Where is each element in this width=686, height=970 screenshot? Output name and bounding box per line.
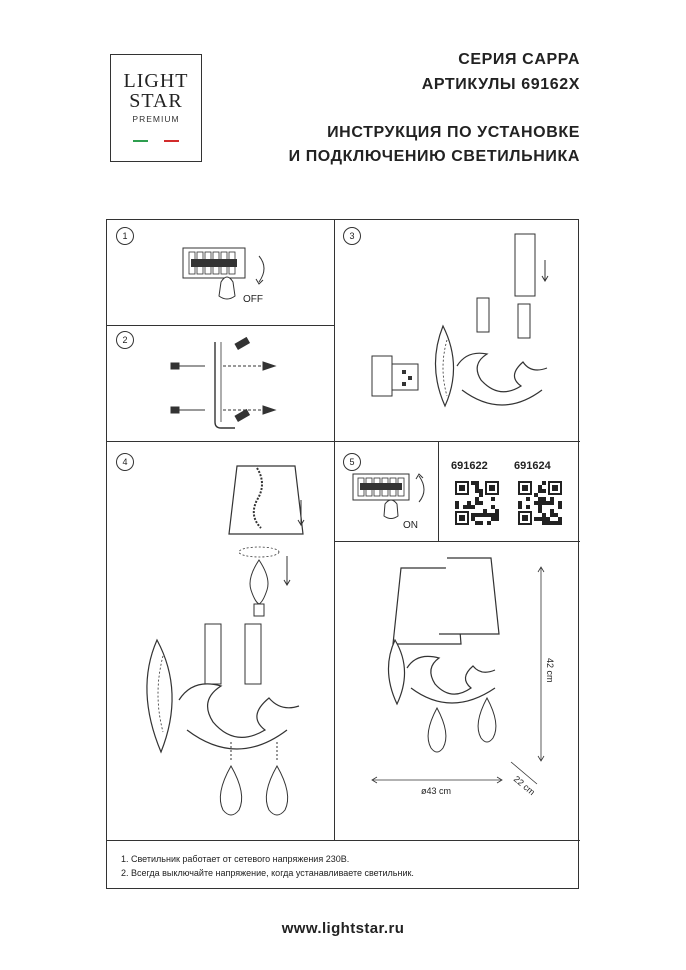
width-dimension: ø43 cm [421,786,451,796]
logo-line-light: LIGHT [123,70,189,92]
depth-dimension: 22 cm [512,774,537,797]
step-4-exploded-view-illustration [146,465,305,816]
instruction-panel: 1 2 3 4 5 OFF [106,219,580,889]
qr-code-691622 [455,481,499,525]
series-label: СЕРИЯ CAPPA [458,51,580,68]
step-2-number: 2 [116,331,134,349]
step-3-number: 3 [343,227,361,245]
step-4-number: 4 [116,453,134,471]
switch-off-label: OFF [243,294,263,305]
height-dimension: 42 cm [545,658,555,683]
note-1: 1. Светильник работает от сетевого напря… [121,854,350,864]
website-link[interactable]: www.lightstar.ru [281,920,405,937]
title-line-2: И ПОДКЛЮЧЕНИЮ СВЕТИЛЬНИКА [288,148,580,165]
article-code-1: 691622 [451,460,488,472]
hand-icon [383,499,399,519]
dimensions-illustration: ø43 cm 42 cm 22 cm [371,557,555,797]
step-2-mounting-illustration [170,336,277,429]
logo-line-star: STAR [129,90,183,112]
hand-icon [218,276,236,300]
title-line-1: ИНСТРУКЦИЯ ПО УСТАНОВКЕ [327,124,580,141]
notes: 1. Светильник работает от сетевого напря… [121,852,414,880]
step-5-switch-on-illustration: ON [352,473,425,531]
flag-white [148,140,164,142]
step-3-assembly-illustration [371,233,549,408]
brand-logo: LIGHT STAR PREMIUM [110,54,202,162]
step-1-number: 1 [116,227,134,245]
articles-label: АРТИКУЛЫ 69162X [421,76,580,93]
italian-flag-stripe [133,140,179,142]
flag-green [133,140,149,142]
flag-red [163,140,179,142]
logo-line-premium: PREMIUM [132,114,180,124]
qr-code-691624 [518,481,562,525]
step-1-switch-off-illustration: OFF [182,247,265,305]
step-5-number: 5 [343,453,361,471]
article-code-2: 691624 [514,460,551,472]
note-2: 2. Всегда выключайте напряжение, когда у… [121,868,414,878]
switch-on-label: ON [403,520,418,531]
